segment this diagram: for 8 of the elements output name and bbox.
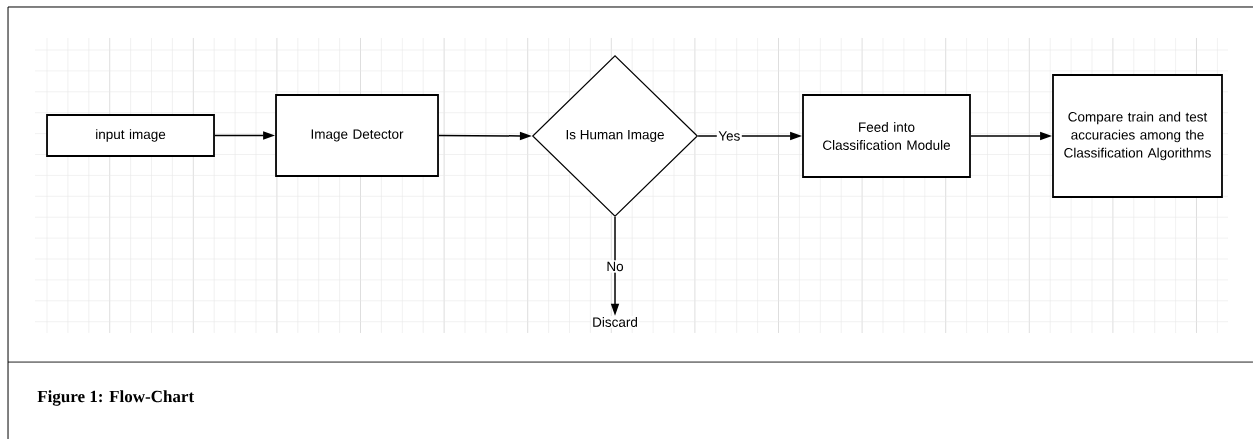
edge-label: No	[604, 260, 626, 273]
caption: Figure 1: Flow-Chart	[37, 390, 195, 406]
edge-label: Yes	[716, 129, 742, 143]
process-box: Image Detector	[275, 94, 439, 177]
end-label: Discard	[591, 316, 639, 328]
process-box: Feed into Classification Module	[802, 94, 971, 178]
process-box: input image	[46, 114, 215, 157]
process-box: Compare train and test accuracies among the Classification Algorithms	[1052, 74, 1223, 198]
